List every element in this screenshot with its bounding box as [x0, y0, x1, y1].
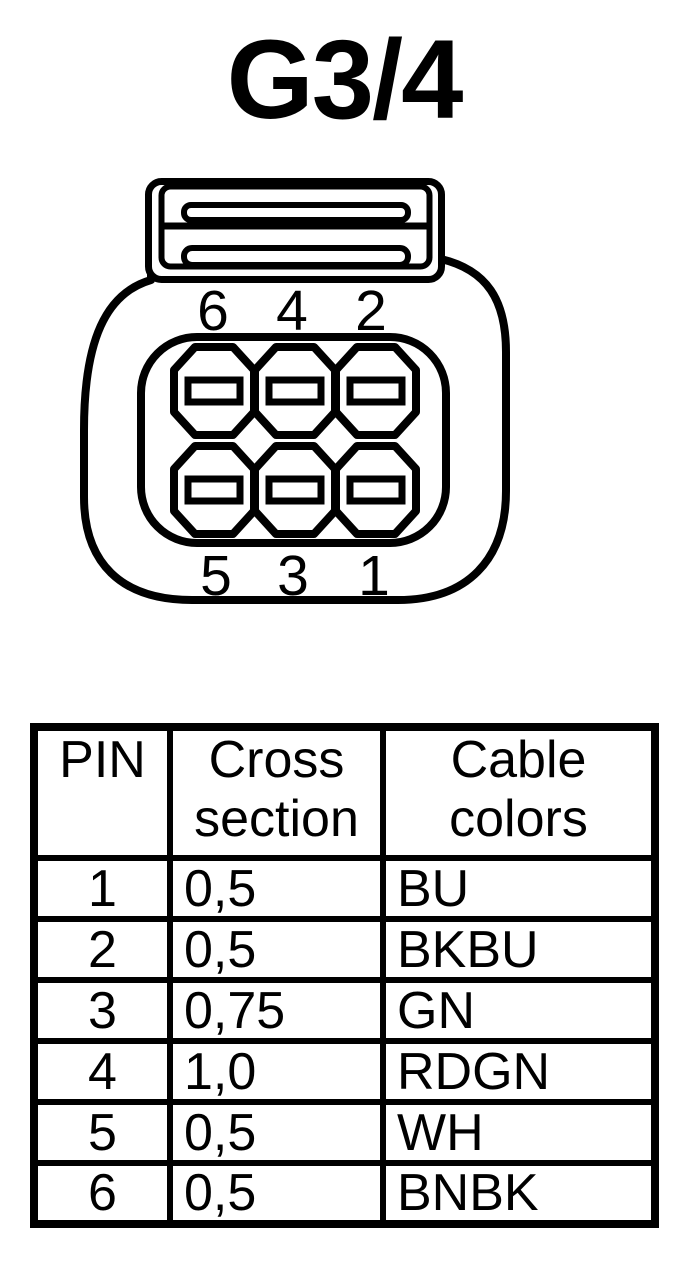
pin-label-2: 2: [355, 279, 387, 343]
pin-cell: 2: [31, 916, 173, 983]
pin-cell: 5: [31, 1099, 173, 1166]
pin-label-4: 4: [276, 279, 308, 343]
cross-section-cell: 0,5: [167, 916, 386, 983]
cavity-slot: [265, 376, 325, 406]
table-row: 2 0,5 BKBU: [31, 916, 658, 983]
pin-cavity-1: [332, 442, 420, 538]
cable-color-cell: BNBK: [380, 1160, 658, 1227]
table-row: 5 0,5 WH: [31, 1099, 658, 1166]
pin-cell: 1: [31, 855, 173, 922]
header-cross-section: Cross section: [167, 724, 386, 861]
table-row: 6 0,5 BNBK: [31, 1160, 658, 1227]
cable-color-cell: GN: [380, 977, 658, 1044]
table-row: 1 0,5 BU: [31, 855, 658, 922]
cable-color-cell: BU: [380, 855, 658, 922]
pin-cell: 4: [31, 1038, 173, 1105]
pin-label-1: 1: [358, 544, 390, 608]
latch-tab: [145, 178, 445, 283]
cable-color-cell: BKBU: [380, 916, 658, 983]
table-row: 3 0,75 GN: [31, 977, 658, 1044]
pin-cavity-2: [332, 343, 420, 439]
latch-bar-top: [181, 202, 411, 223]
cavity-slot: [184, 475, 244, 505]
cable-color-cell: RDGN: [380, 1038, 658, 1105]
header-cable-colors: Cable colors: [380, 724, 658, 861]
cavity-slot: [346, 376, 406, 406]
header-pin: PIN: [31, 724, 173, 861]
cross-section-cell: 0,5: [167, 1160, 386, 1227]
cross-section-cell: 1,0: [167, 1038, 386, 1105]
cavity-slot: [184, 376, 244, 406]
cavity-slot: [265, 475, 325, 505]
pin-cell: 6: [31, 1160, 173, 1227]
cross-section-cell: 0,75: [167, 977, 386, 1044]
cavity-slot: [346, 475, 406, 505]
pin-cavity-4: [251, 343, 339, 439]
pin-assignment-table: PIN Cross section Cable colors 1 0,5 BU …: [30, 723, 659, 1228]
pin-label-3: 3: [277, 544, 309, 608]
cable-color-cell: WH: [380, 1099, 658, 1166]
table-row: 4 1,0 RDGN: [31, 1038, 658, 1105]
latch-bar-bottom: [181, 245, 411, 268]
cross-section-cell: 0,5: [167, 855, 386, 922]
pin-label-6: 6: [197, 279, 229, 343]
pin-cavity-5: [170, 442, 258, 538]
table-header-row: PIN Cross section Cable colors: [31, 724, 658, 861]
connector-title: G3/4: [226, 17, 464, 142]
pin-cavity-3: [251, 442, 339, 538]
pin-cavity-6: [170, 343, 258, 439]
cross-section-cell: 0,5: [167, 1099, 386, 1166]
pin-cell: 3: [31, 977, 173, 1044]
pin-label-5: 5: [200, 544, 232, 608]
connector-diagram: 6 4 2 5 3: [80, 178, 510, 608]
